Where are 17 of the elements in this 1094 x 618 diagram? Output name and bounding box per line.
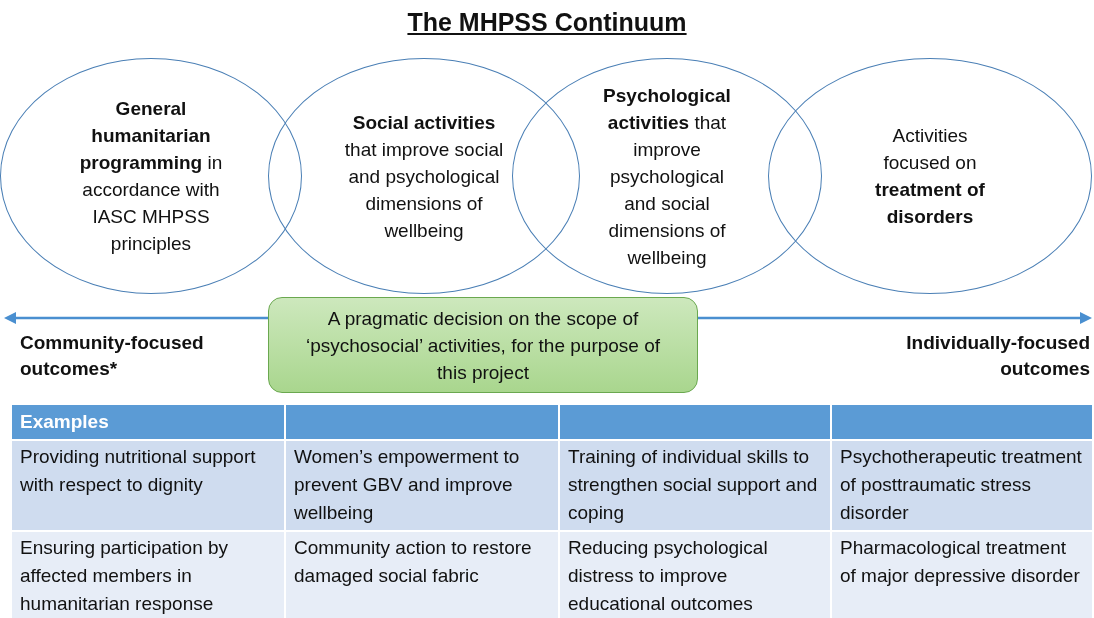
ellipse-text: Activities focused on treatment of disorders: [874, 124, 986, 229]
table-cell: Community action to restore damaged social fabric: [286, 532, 558, 618]
ellipse-text: Social activities that improve social and psychological dimensions of wellbeing: [344, 110, 504, 243]
table-cell: Psychotherapeutic treatment of posttraumatic stress disorder: [832, 441, 1092, 530]
axis-label: Individually-focused outcomes: [905, 331, 1090, 381]
ellipse-text: General humanitarian programming in accordance with IASC MHPSS principles: [78, 97, 224, 256]
table-cell: Pharmacological treatment of major depressive disorder: [832, 532, 1092, 618]
table-cell: Ensuring participation by affected members in humanitarian response: [12, 532, 284, 618]
table-cell: Training of individual skills to strengthen social support and coping: [560, 441, 830, 530]
table-cell: Reducing psychological distress to improve educational outcomes: [560, 532, 830, 618]
header-cell: Examples: [12, 405, 284, 439]
table-cell: Providing nutritional support with respect to dignity: [12, 441, 284, 530]
decision-box: A pragmatic decision on the scope of ‘psychosocial’ activities, for the purpose of this project: [268, 297, 698, 393]
table-cell: Women’s empowerment to prevent GBV and improve wellbeing: [286, 441, 558, 530]
ellipse-text: Psychological activities that improve psychological and social dimensions of wellbeing: [602, 83, 732, 270]
diagram-title: The MHPSS Continuum: [406, 8, 688, 37]
axis-label: Community-focused outcomes*: [20, 331, 205, 381]
